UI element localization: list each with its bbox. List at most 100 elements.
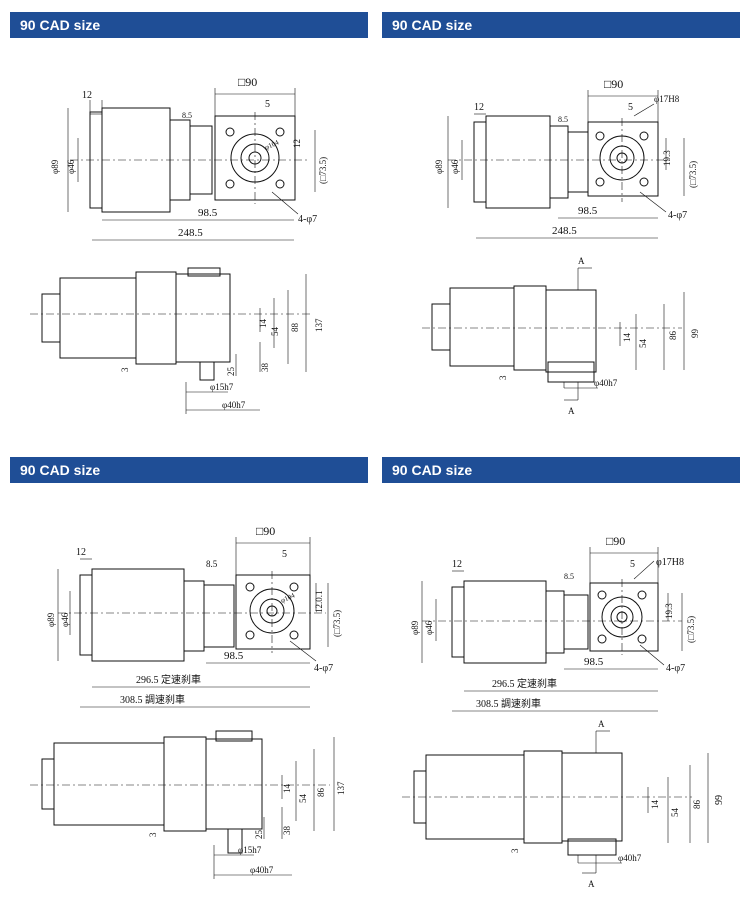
dim-98-5: 98.5 xyxy=(578,205,598,217)
dim-296-5: 296.5 定速刹車 xyxy=(492,677,557,690)
panel-top-right: 90 CAD size □90 5 xyxy=(382,12,740,452)
dim-5: 5 xyxy=(630,559,635,570)
dim-5: 5 xyxy=(282,549,287,560)
dim-14: 14 xyxy=(282,784,292,794)
dim-3: 3 xyxy=(510,848,520,853)
panel-header: 90 CAD size xyxy=(10,12,368,38)
dim-sq73-5: (□73.5) xyxy=(686,616,696,643)
dim-4-phi7: 4-φ7 xyxy=(666,663,685,674)
dim-phi89: φ89 xyxy=(410,620,420,635)
dim-phi15h7: φ15h7 xyxy=(238,845,262,855)
dim-296-5: 296.5 定速刹車 xyxy=(136,673,201,686)
top-view xyxy=(67,88,316,241)
dim-sq73-5: (□73.5) xyxy=(318,157,328,184)
dim-sq90: □90 xyxy=(604,77,623,91)
top-view xyxy=(421,547,683,712)
dim-86: 86 xyxy=(316,788,326,798)
dim-phi46: φ46 xyxy=(60,612,70,627)
motor-drawing: □90 5 12 8.5 φ89 φ46 φ104 12.0.1 (□73.5)… xyxy=(30,524,346,879)
section-a-bottom: A xyxy=(588,879,595,889)
dim-phi17h8: φ17H8 xyxy=(654,94,680,104)
dim-8-5: 8.5 xyxy=(558,115,568,124)
dim-14: 14 xyxy=(258,319,268,329)
dim-54: 54 xyxy=(270,327,280,337)
dim-phi40h7: φ40h7 xyxy=(250,865,274,875)
dim-86: 86 xyxy=(692,800,702,810)
panel-top-left: 90 CAD size □90 xyxy=(10,12,368,452)
dim-sq73-5: (□73.5) xyxy=(688,161,698,188)
section-a-top: A xyxy=(578,256,585,266)
dim-12: 12 xyxy=(76,547,86,558)
dim-sq90: □90 xyxy=(238,75,257,89)
dim-phi89: φ89 xyxy=(434,159,444,174)
dim-phi40h7: φ40h7 xyxy=(594,378,618,388)
dim-25: 25 xyxy=(226,367,236,377)
dim-phi46: φ46 xyxy=(66,159,76,174)
dim-12: 12 xyxy=(82,90,92,101)
section-a-bottom: A xyxy=(568,406,575,416)
panel-header: 90 CAD size xyxy=(10,457,368,483)
side-view xyxy=(422,267,685,401)
dim-8-5: 8.5 xyxy=(564,572,574,581)
dim-4-phi7: 4-φ7 xyxy=(668,210,687,221)
panel-header: 90 CAD size xyxy=(382,12,740,38)
dim-14: 14 xyxy=(622,333,632,343)
dim-phi40h7: φ40h7 xyxy=(618,853,642,863)
dim-137: 137 xyxy=(336,781,346,795)
dim-12b: 12 xyxy=(292,139,302,148)
dim-sq90: □90 xyxy=(256,524,275,538)
dim-phi104: φ104 xyxy=(279,591,296,605)
dim-38: 38 xyxy=(282,826,292,836)
dim-137: 137 xyxy=(314,318,324,332)
dim-12-0-1: 12.0.1 xyxy=(314,591,324,614)
dim-86: 86 xyxy=(668,331,678,341)
dim-phi40h7: φ40h7 xyxy=(222,400,246,410)
dim-54: 54 xyxy=(298,794,308,804)
dim-308-5: 308.5 調速刹車 xyxy=(120,693,185,706)
dim-phi89: φ89 xyxy=(50,159,60,174)
section-a-top: A xyxy=(598,719,605,729)
motor-drawing: □90 5 12 8.5 φ89 φ46 φ17H8 19.3 (□73.5) … xyxy=(402,534,725,889)
dim-sq73-5: (□73.5) xyxy=(332,610,342,637)
dim-12: 12 xyxy=(452,559,462,570)
dim-19-3: 19.3 xyxy=(664,603,674,619)
panel-bottom-left: 90 CAD size □90 5 xyxy=(10,457,368,897)
dim-19-3: 19.3 xyxy=(662,150,672,166)
side-view xyxy=(30,267,310,414)
dim-14: 14 xyxy=(650,800,660,810)
dim-phi89: φ89 xyxy=(46,612,56,627)
panel-header: 90 CAD size xyxy=(382,457,740,483)
dim-phi17h8: φ17H8 xyxy=(656,557,684,568)
dim-sq90: □90 xyxy=(606,534,625,548)
dim-248-5: 248.5 xyxy=(552,225,577,237)
top-view xyxy=(447,90,685,239)
dim-4-phi7: 4-φ7 xyxy=(298,214,317,225)
dim-98-5: 98.5 xyxy=(584,656,604,668)
dim-38: 38 xyxy=(260,363,270,373)
dim-5: 5 xyxy=(628,102,633,113)
dim-98-5: 98.5 xyxy=(224,650,244,662)
dim-308-5: 308.5 調速刹車 xyxy=(476,697,541,710)
side-view xyxy=(402,730,709,874)
dim-phi15h7: φ15h7 xyxy=(210,382,234,392)
dim-phi46: φ46 xyxy=(424,620,434,635)
dim-3: 3 xyxy=(498,375,508,380)
dim-12: 12 xyxy=(474,102,484,113)
dim-8-5: 8.5 xyxy=(206,559,218,569)
dim-99: 99 xyxy=(714,795,725,805)
dim-3: 3 xyxy=(148,832,158,837)
dim-54: 54 xyxy=(638,339,648,349)
motor-drawing: □90 5 12 8.5 φ89 φ46 φ17H8 19.3 (□73.5) … xyxy=(422,77,700,416)
dim-98-5: 98.5 xyxy=(198,207,218,219)
dim-99: 99 xyxy=(690,329,700,339)
dim-8-5: 8.5 xyxy=(182,111,192,120)
motor-drawing: □90 5 12 8.5 φ89 φ46 φ104 12 (□73.5) 98.… xyxy=(30,75,328,414)
dim-4-phi7: 4-φ7 xyxy=(314,663,333,674)
panel-bottom-right: 90 CAD size □90 xyxy=(382,457,740,897)
dim-54: 54 xyxy=(670,808,680,818)
dim-phi46: φ46 xyxy=(450,159,460,174)
top-view xyxy=(57,537,329,708)
dim-5: 5 xyxy=(265,99,270,110)
dim-248-5: 248.5 xyxy=(178,227,203,239)
side-view xyxy=(30,730,335,879)
